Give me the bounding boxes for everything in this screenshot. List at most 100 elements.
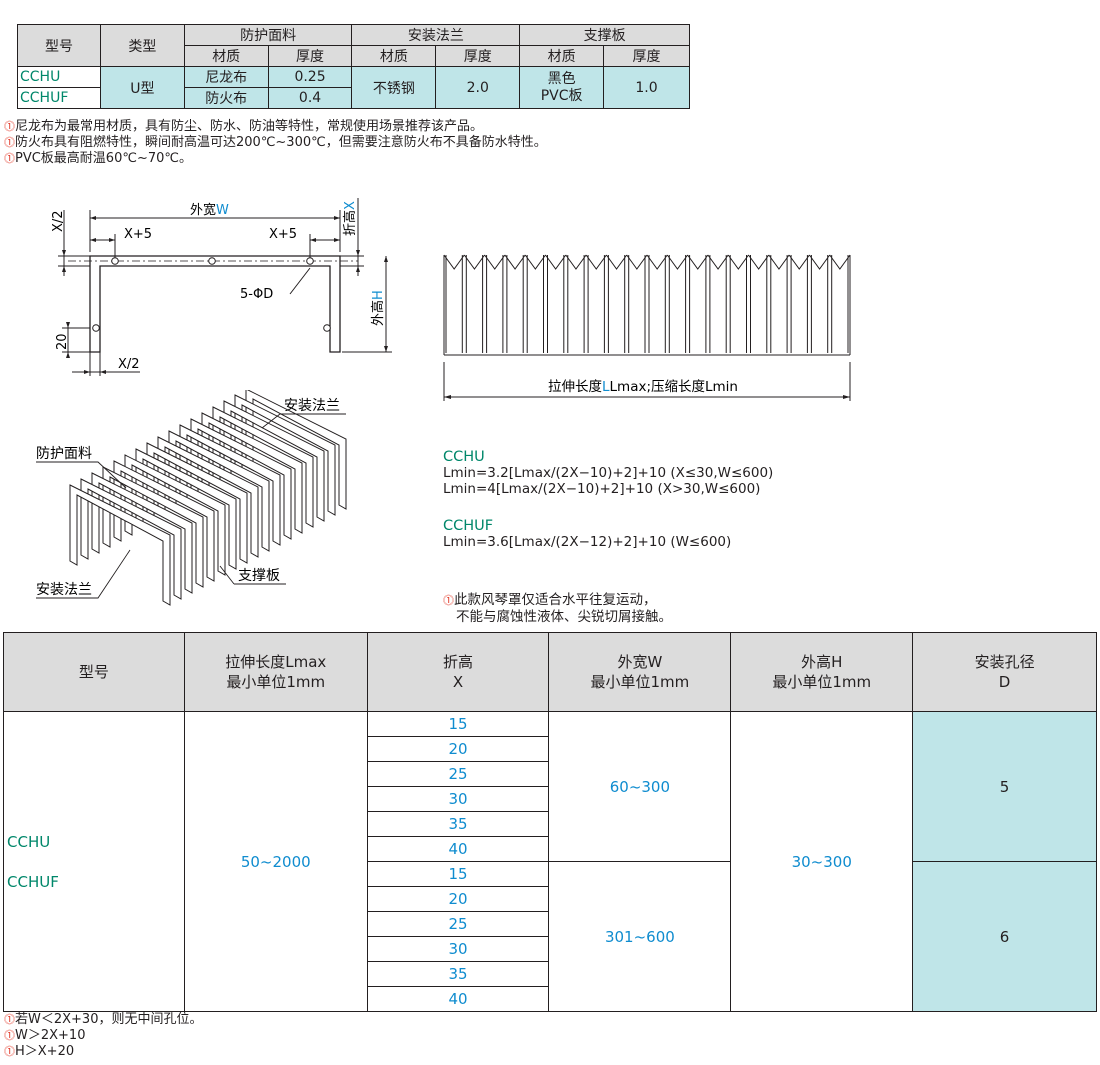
cover-material-1: 尼龙布: [183, 66, 269, 88]
support-material-line1: 黑色: [547, 70, 576, 87]
type-cell: U型: [99, 66, 185, 109]
formula-cchuf-line1: Lmin=3.6[Lmax/(2X−12)+2]+10 (W≤600): [443, 534, 732, 550]
spec-model-cchuf: CCHUF: [7, 872, 59, 891]
hole-icon: [306, 257, 314, 265]
formula-cchu-line2: Lmin=4[Lmax/(2X−10)+2]+10 (X>30,W≤600): [443, 481, 761, 497]
x-half-bottom: X/2: [118, 357, 140, 372]
support-material: 黑色 PVC板: [519, 66, 605, 109]
model-cchu: CCHU: [17, 66, 101, 88]
note-line: ⓵H＞X+20: [4, 1044, 75, 1059]
note-line: ⓵尼龙布为最常用材质，具有防尘、防水、防油等特性，常规使用场景推荐该产品。: [4, 119, 484, 134]
twenty-label: 20: [55, 333, 70, 350]
spec-fold: 20: [366, 736, 550, 762]
spec-model-cchu: CCHU: [7, 832, 51, 851]
spec-fold: 30: [366, 786, 550, 812]
sub-thickness: 厚度: [603, 45, 690, 67]
label-support: 支撑板: [238, 568, 280, 584]
note-line: ⓵PVC板最高耐温60℃~70℃。: [4, 151, 192, 166]
note-icon: ⓵: [4, 1045, 15, 1058]
cover-material-2: 防火布: [183, 87, 269, 109]
front-view-drawing: 外宽W X+5 X+5 5-ΦD X/2 X/2 20 折高X 外高H: [51, 198, 392, 376]
hole-icon: [208, 257, 216, 265]
spec-hole-1: 5: [912, 711, 1097, 862]
iso-pleat: [91, 472, 193, 594]
iso-pleat: [69, 484, 171, 606]
spec-height: 30~300: [730, 711, 914, 1012]
header-cover: 防护面料: [183, 24, 353, 46]
formula-cchuf: CCHUF Lmin=3.6[Lmax/(2X−12)+2]+10 (W≤600…: [443, 518, 731, 550]
material-table: 型号 类型 防护面料 安装法兰 支撑板 材质 厚度 材质 厚度 材质 厚度 CC…: [17, 24, 690, 109]
spec-length: 50~2000: [183, 711, 368, 1012]
spec-fold: 20: [366, 886, 550, 912]
spec-fold: 30: [366, 936, 550, 962]
middle-note: ⓵此款风琴罩仅适合水平往复运动， 不能与腐蚀性液体、尖锐切屑接触。: [443, 592, 672, 625]
header-model: 型号: [17, 24, 101, 67]
note-line: ⓵防火布具有阻燃特性，瞬间耐高温可达200℃~300℃，但需要注意防火布不具备防…: [4, 135, 547, 150]
header-flange: 安装法兰: [351, 24, 521, 46]
note-icon: ⓵: [4, 120, 15, 133]
x-half-left: X/2: [51, 210, 66, 232]
spec-header-model: 型号: [3, 632, 185, 712]
sub-material: 材质: [183, 45, 269, 67]
spec-fold: 15: [366, 711, 550, 737]
spec-fold: 35: [366, 811, 550, 837]
outer-width-label: 外宽W: [190, 202, 229, 218]
spec-fold: 25: [366, 761, 550, 787]
support-thickness: 1.0: [603, 66, 690, 109]
hole-label: 5-ΦD: [240, 287, 273, 302]
note-icon: ⓵: [4, 1013, 15, 1026]
header-type: 类型: [99, 24, 185, 67]
spec-width-1: 60~300: [548, 711, 732, 862]
bellows-pleats: [443, 254, 851, 356]
side-view-drawing: 拉伸长度LLmax;压缩长度Lmin: [443, 254, 851, 401]
spec-fold: 15: [366, 861, 550, 887]
spec-hole-2: 6: [912, 861, 1097, 1012]
sub-thickness: 厚度: [435, 45, 521, 67]
hole-icon: [92, 324, 100, 332]
note-line: ⓵W＞2X+10: [4, 1028, 86, 1043]
flange-material: 不锈钢: [351, 66, 437, 109]
outer-height-label: 外高H: [370, 290, 386, 326]
formula-cchu-title: CCHU: [443, 449, 485, 465]
spec-fold: 40: [366, 836, 550, 862]
spec-fold: 40: [366, 986, 550, 1012]
formula-cchuf-title: CCHUF: [443, 518, 494, 534]
note-icon: ⓵: [4, 136, 15, 149]
cover-thickness-1: 0.25: [267, 66, 353, 88]
spec-models: CCHU CCHUF: [3, 711, 185, 1012]
iso-pleat: [124, 454, 226, 576]
sub-thickness: 厚度: [267, 45, 353, 67]
formula-cchu: CCHU Lmin=3.2[Lmax/(2X−10)+2]+10 (X≤30,W…: [443, 449, 773, 497]
x-plus-5-right: X+5: [269, 227, 297, 242]
note-icon: ⓵: [4, 152, 15, 165]
label-flange-top: 安装法兰: [284, 398, 340, 414]
label-flange-bottom: 安装法兰: [36, 582, 92, 598]
spec-width-2: 301~600: [548, 861, 732, 1012]
support-material-line2: PVC板: [540, 87, 583, 104]
formula-cchu-line1: Lmin=3.2[Lmax/(2X−10)+2]+10 (X≤30,W≤600): [443, 465, 774, 481]
note-icon: ⓵: [4, 1029, 15, 1042]
iso-pleat: [80, 478, 182, 600]
cover-thickness-2: 0.4: [267, 87, 353, 109]
sub-material: 材质: [519, 45, 605, 67]
label-cover: 防护面料: [36, 446, 92, 462]
length-label: 拉伸长度LLmax;压缩长度Lmin: [548, 379, 738, 395]
header-support: 支撑板: [519, 24, 690, 46]
top-notes: ⓵尼龙布为最常用材质，具有防尘、防水、防油等特性，常规使用场景推荐该产品。 ⓵防…: [4, 119, 547, 167]
fold-height-label: 折高X: [342, 201, 358, 236]
iso-pleat: [102, 466, 204, 588]
model-cchuf: CCHUF: [17, 87, 101, 109]
iso-pleat: [113, 460, 215, 582]
hole-icon: [323, 324, 331, 332]
note-line: ⓵若W＜2X+30，则无中间孔位。: [4, 1012, 203, 1027]
hole-icon: [111, 257, 119, 265]
bottom-notes: ⓵若W＜2X+30，则无中间孔位。 ⓵W＞2X+10 ⓵H＞X+20: [4, 1012, 202, 1060]
note-icon: ⓵: [443, 594, 454, 607]
isometric-drawing: 安装法兰 防护面料 安装法兰 支撑板: [36, 390, 347, 606]
